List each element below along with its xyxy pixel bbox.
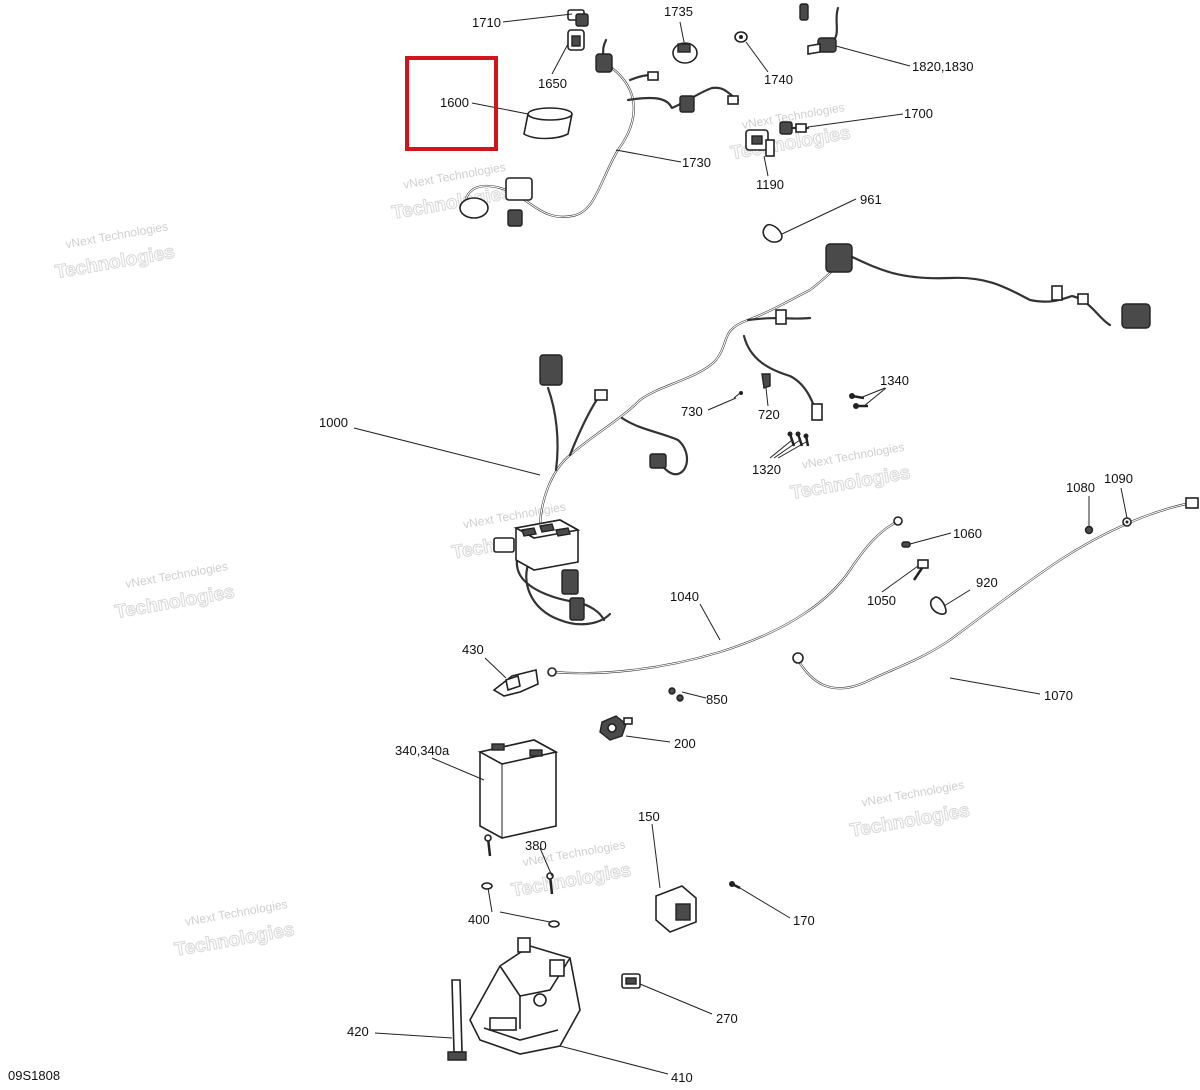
callout-1040[interactable]: 1040 [670, 589, 699, 604]
callout-1070[interactable]: 1070 [1044, 688, 1073, 703]
callout-400[interactable]: 400 [468, 912, 490, 927]
connector-icon [594, 389, 608, 401]
part-720[interactable] [761, 373, 771, 389]
callout-410[interactable]: 410 [671, 1070, 693, 1085]
connector-icon [505, 177, 533, 201]
callout-1000[interactable]: 1000 [319, 415, 348, 430]
cable-1070[interactable] [792, 497, 1199, 690]
harness-1000[interactable] [493, 243, 1151, 626]
connector-icon [1121, 303, 1151, 329]
callout-1730[interactable]: 1730 [682, 155, 711, 170]
connector-icon [679, 95, 695, 113]
part-1340[interactable] [849, 393, 868, 409]
cable-1040[interactable] [547, 516, 903, 677]
connector-icon [1051, 285, 1063, 301]
callout-1650[interactable]: 1650 [538, 76, 567, 91]
callout-1060[interactable]: 1060 [953, 526, 982, 541]
connector-icon [647, 71, 659, 81]
fuse-box-icon [493, 519, 581, 571]
connector-icon [775, 309, 787, 325]
watermark-6: vNext Technologies Technologies [789, 440, 913, 505]
callout-1600[interactable]: 1600 [440, 95, 469, 110]
part-1710[interactable] [567, 9, 589, 27]
connector-icon [569, 597, 585, 621]
connector-icon [649, 453, 667, 469]
part-1735[interactable] [672, 42, 698, 64]
connector-icon [727, 95, 739, 105]
part-920[interactable] [929, 596, 947, 615]
harness-1730[interactable] [459, 38, 740, 227]
callout-1820-1830[interactable]: 1820,1830 [912, 59, 973, 74]
part-730[interactable] [733, 391, 743, 399]
part-850[interactable] [668, 687, 684, 702]
part-400[interactable] [481, 882, 560, 928]
watermark-4: vNext Technologies Technologies [113, 559, 237, 623]
part-1190[interactable] [745, 129, 775, 157]
connector-icon [595, 53, 613, 73]
callout-1740[interactable]: 1740 [764, 72, 793, 87]
callout-1340[interactable]: 1340 [880, 373, 909, 388]
watermark-7: vNext Technologies Technologies [173, 897, 297, 961]
callout-730[interactable]: 730 [681, 404, 703, 419]
connector-icon [825, 243, 853, 273]
callout-420[interactable]: 420 [347, 1024, 369, 1039]
part-1700[interactable] [779, 121, 810, 135]
connector-icon [561, 569, 579, 595]
watermark-1: vNext Technologies Technologies [53, 219, 177, 283]
battery-tray-410[interactable] [469, 937, 581, 1055]
part-1320[interactable] [787, 431, 810, 447]
callout-850[interactable]: 850 [706, 692, 728, 707]
callout-270[interactable]: 270 [716, 1011, 738, 1026]
part-1060[interactable] [901, 541, 911, 548]
part-1740[interactable] [734, 31, 748, 43]
leader-lines [353, 13, 1128, 1075]
part-1050[interactable] [912, 559, 929, 581]
connector-icon [811, 403, 823, 421]
watermark-9: vNext Technologies Technologies [848, 778, 972, 843]
callout-150[interactable]: 150 [638, 809, 660, 824]
callout-920[interactable]: 920 [976, 575, 998, 590]
callout-1090[interactable]: 1090 [1104, 471, 1133, 486]
highlight-box [405, 56, 498, 151]
callout-720[interactable]: 720 [758, 407, 780, 422]
module-150[interactable] [655, 885, 697, 933]
part-1600[interactable] [523, 107, 573, 140]
callout-170[interactable]: 170 [793, 913, 815, 928]
connector-icon [507, 209, 523, 227]
watermark-2: vNext Technologies Technologies [390, 160, 514, 225]
part-200[interactable] [599, 715, 633, 741]
callout-340-340a[interactable]: 340,340a [395, 743, 450, 758]
callout-1710[interactable]: 1710 [472, 15, 501, 30]
battery-340[interactable] [477, 739, 559, 839]
part-1090[interactable] [1122, 517, 1132, 527]
callout-200[interactable]: 200 [674, 736, 696, 751]
connector-icon [539, 354, 563, 386]
grommet-icon [459, 197, 489, 219]
callout-1080[interactable]: 1080 [1066, 480, 1095, 495]
strap-420[interactable] [447, 979, 467, 1061]
callout-1190[interactable]: 1190 [756, 177, 784, 192]
part-1650[interactable] [567, 29, 585, 51]
callout-1735[interactable]: 1735 [664, 4, 693, 19]
callout-1050[interactable]: 1050 [867, 593, 896, 608]
part-430[interactable] [492, 669, 539, 697]
callout-1320[interactable]: 1320 [752, 462, 781, 477]
part-1820-1830[interactable] [799, 3, 840, 55]
callout-380[interactable]: 380 [525, 838, 547, 853]
callout-1700[interactable]: 1700 [904, 106, 933, 121]
part-270[interactable] [621, 973, 641, 989]
part-961[interactable] [762, 223, 783, 243]
part-170[interactable] [729, 881, 741, 890]
callout-961[interactable]: 961 [860, 192, 882, 207]
drawing-code: 09S1808 [8, 1068, 61, 1083]
connector-icon [1077, 293, 1089, 305]
callout-labels: 1710 1735 1650 1740 1820,1830 1600 1700 … [319, 4, 1133, 1085]
callout-430[interactable]: 430 [462, 642, 484, 657]
part-1080[interactable] [1084, 525, 1094, 535]
